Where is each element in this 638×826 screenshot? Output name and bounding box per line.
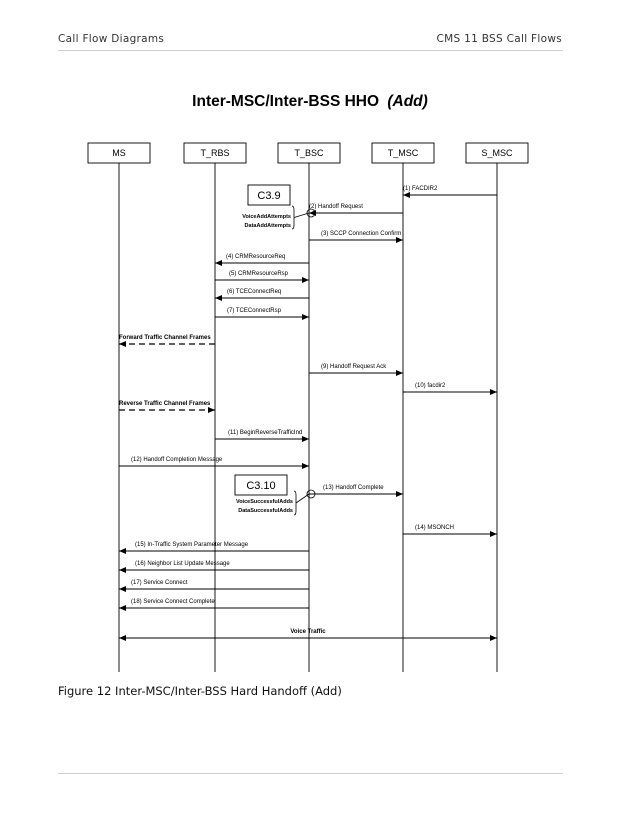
message-label: (18) Service Connect Complete bbox=[131, 599, 215, 605]
counter-note: VoiceAddAttempts bbox=[242, 214, 291, 220]
entity-box bbox=[277, 142, 341, 164]
diagram-title-main: Inter-MSC/Inter-BSS HHO bbox=[192, 93, 379, 110]
entity-box bbox=[371, 142, 435, 164]
entity-box bbox=[183, 142, 247, 164]
entity-label: T_RBS bbox=[200, 148, 229, 158]
counter-label: C3.9 bbox=[257, 190, 280, 202]
counter-note: DataSuccessfulAdds bbox=[238, 508, 293, 514]
message-label: (16) Neighbor List Update Message bbox=[135, 561, 230, 567]
counter-pointer bbox=[295, 493, 310, 504]
counter-box bbox=[234, 474, 288, 496]
diagram-title-emph: (Add) bbox=[387, 93, 427, 110]
header-right-title: CMS 11 BSS Call Flows bbox=[436, 33, 562, 45]
message-label: (12) Handoff Completion Message bbox=[131, 457, 223, 463]
message-label: Reverse Traffic Channel Frames bbox=[119, 401, 211, 407]
message-label: (7) TCEConnectRsp bbox=[227, 308, 282, 314]
call-flow-diagram: Inter-MSC/Inter-BSS HHO (Add) MS T_RBS T_B… bbox=[87, 93, 529, 672]
figure-caption: Figure 12 Inter-MSC/Inter-BSS Hard Hando… bbox=[58, 684, 342, 698]
counter-note: DataAddAttempts bbox=[245, 223, 291, 229]
counter-marker bbox=[306, 489, 316, 499]
message-label: (13) Handoff Complete bbox=[323, 485, 384, 491]
footer-rule bbox=[58, 773, 563, 774]
counter-box bbox=[247, 184, 291, 206]
message-group: (1) FACDIR2 (2) Handoff Request (3) SCCP C… bbox=[119, 186, 497, 641]
message-label: (6) TCEConnectReq bbox=[227, 289, 281, 295]
message-label: Voice Traffic bbox=[290, 629, 326, 635]
message-label: (3) SCCP Connection Confirm bbox=[321, 231, 401, 237]
callout-group: C3.9VoiceAddAttemptsDataAddAttemptsC3.10… bbox=[234, 184, 316, 516]
message-label: (4) CRMResourceReq bbox=[226, 254, 285, 260]
message-label: (11) BeginReverseTrafficInd bbox=[228, 430, 302, 436]
message-label: (2) Handoff Request bbox=[309, 204, 363, 210]
message-label: (9) Handoff Request Ack bbox=[321, 364, 387, 370]
message-label: (5) CRMResourceRsp bbox=[229, 271, 289, 277]
counter-marker bbox=[306, 208, 316, 218]
counter-pointer bbox=[293, 212, 310, 218]
entity-box bbox=[465, 142, 529, 164]
entity-label: T_BSC bbox=[294, 148, 324, 158]
counter-bracket bbox=[293, 490, 297, 516]
entity-group: MS T_RBS T_BSC T_MSC S_MSC bbox=[87, 142, 529, 672]
header-left-title: Call Flow Diagrams bbox=[58, 33, 165, 45]
diagram-title: Inter-MSC/Inter-BSS HHO (Add) bbox=[192, 93, 428, 110]
message-label: (15) In-Traffic System Parameter Message bbox=[135, 542, 249, 548]
message-label: Forward Traffic Channel Frames bbox=[119, 335, 211, 341]
header-rule bbox=[58, 50, 563, 51]
message-label: (1) FACDIR2 bbox=[403, 186, 438, 192]
message-label: (17) Service Connect bbox=[131, 580, 188, 586]
entity-label: S_MSC bbox=[481, 148, 513, 158]
entity-box bbox=[87, 142, 151, 164]
entity-label: MS bbox=[112, 148, 126, 158]
counter-note: VoiceSuccessfulAdds bbox=[236, 499, 293, 505]
counter-bracket bbox=[291, 205, 295, 230]
message-label: (10) facdir2 bbox=[415, 383, 446, 389]
entity-label: T_MSC bbox=[388, 148, 419, 158]
counter-label: C3.10 bbox=[246, 480, 275, 492]
message-label: (14) MSONCH bbox=[415, 525, 454, 531]
